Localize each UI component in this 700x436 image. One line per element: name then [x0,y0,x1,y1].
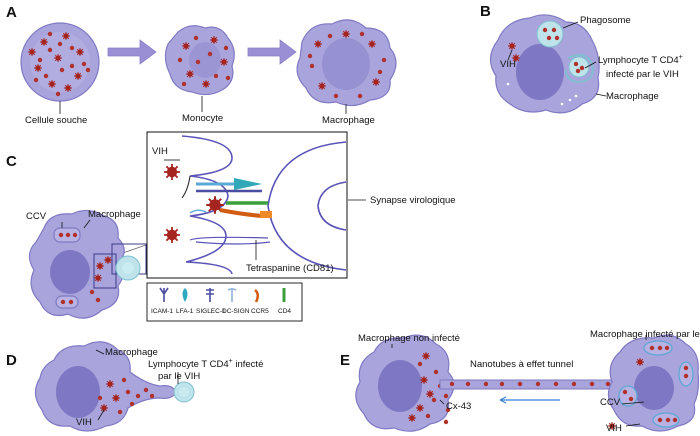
label-macrophage-d: Macrophage [105,347,158,358]
label-vih-b: VIH [500,59,516,70]
legend-dcsign: DC-SIGN [222,308,250,315]
legend-siglec1: SIGLEC-1 [196,308,226,315]
label-macrophage-a: Macrophage [322,115,375,126]
legend-icam1: ICAM-1 [151,308,174,315]
panel-label-a: A [6,4,17,21]
label-lymphocyte-b: Lymphocyte T CD4+ [598,54,683,67]
panel-label-c: C [6,153,17,170]
label-macrophage-b: Macrophage [606,91,659,102]
legend-lfa1: LFA-1 [176,308,194,315]
label-lymphocyte-d-line2: par le VIH [158,371,201,382]
label-synapse: Synapse virologique [370,195,456,206]
label-vih-c: VIH [152,146,168,157]
monocyte [164,25,235,112]
label-nanotubes: Nanotubes à effet tunnel [470,359,574,370]
label-cx43: Cx-43 [446,401,472,412]
label-macrophage-infected: Macrophage infecté par le VIH [590,329,700,340]
arrow-a2 [247,39,297,65]
label-ccv-e: CCV [600,397,621,408]
label-stem-cell: Cellule souche [25,115,88,126]
macrophage-d [34,341,195,432]
label-tetraspanine: Tetraspanine (CD81) [246,263,334,274]
legend-cd4: CD4 [278,308,292,315]
macrophage-c [28,209,147,319]
label-macrophage-uninfected: Macrophage non infecté [358,333,460,344]
arrow-a1 [107,39,157,65]
label-vih-d: VIH [76,417,92,428]
legend-icons [159,287,286,303]
label-vih-e: VIH [606,423,622,434]
macrophage-b [489,14,600,114]
label-lymphocyte-d: Lymphocyte T CD4+ infecté [148,358,264,371]
label-lymphocyte-b-line2: infecté par le VIH [606,69,679,80]
zoom-box [146,131,348,279]
panel-label-e: E [340,352,351,369]
stem-cell [20,22,100,114]
macrophage-infected [607,334,700,432]
panel-label-b: B [480,3,491,20]
label-macrophage-c: Macrophage [88,209,141,220]
label-ccv-c: CCV [26,211,47,222]
macrophage-uninfected [355,334,455,432]
legend-box [146,282,303,322]
legend-ccr5: CCR5 [251,308,269,315]
synapse-zoom [163,135,347,275]
macrophage-a [296,19,397,114]
label-phagosome: Phagosome [580,15,631,26]
panel-label-d: D [6,352,17,369]
label-monocyte: Monocyte [182,113,224,124]
